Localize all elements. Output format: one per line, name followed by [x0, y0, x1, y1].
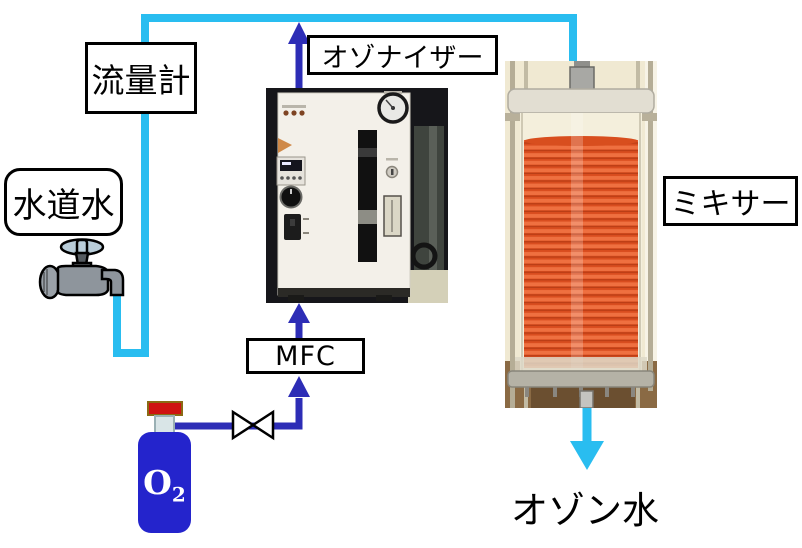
oxygen-gas-pipe [175, 398, 303, 430]
mixer-label: ミキサー [670, 187, 791, 222]
ozone-water-label: オゾン水 [511, 489, 659, 532]
flow-meter-box: 流量計 [85, 42, 197, 114]
tap-water-box: 水道水 [4, 168, 123, 236]
ozone-water-arrow [570, 408, 604, 470]
gas-arrow-to-water-line [288, 22, 310, 44]
valve-icon [231, 409, 275, 441]
ozonizer-photo [266, 88, 448, 303]
oxygen-arrow-to-mfc [288, 376, 310, 397]
mixer-lid [507, 88, 655, 114]
warning-sticker [278, 138, 292, 153]
ozonizer-label: オゾナイザー [321, 42, 484, 74]
oxygen-label: O2 [143, 463, 186, 507]
key-switch [385, 158, 399, 179]
mixer-photo-art [505, 61, 657, 408]
mixer-outlet-fitting [579, 390, 594, 408]
mixer-inlet-cap [569, 61, 595, 92]
mfc-label: MFC [275, 340, 336, 372]
tap-water-label: 水道水 [12, 185, 115, 226]
coil-stack [524, 113, 638, 371]
ozonizer-photo-art [266, 88, 448, 303]
water-pipe-tap-segment [113, 293, 145, 357]
faucet-icon [38, 238, 125, 300]
ozonizer-label-box: オゾナイザー [307, 35, 498, 75]
power-switch [284, 214, 309, 240]
mixer-bottom-flange [507, 357, 655, 397]
indicator-lights [282, 105, 306, 116]
controller-display [276, 156, 306, 186]
cable-coil [410, 242, 438, 270]
mixer-label-box: ミキサー [663, 176, 798, 226]
sight-glass [358, 130, 377, 262]
control-knob [279, 185, 303, 209]
flow-meter-label: 流量計 [91, 61, 191, 100]
gas-arrow-to-ozonizer [288, 303, 310, 323]
pressure-gauge-icon [377, 91, 409, 124]
water-pipe-main [141, 14, 577, 357]
mfc-box: MFC [246, 338, 365, 374]
cylinder-body: O2 [138, 432, 191, 533]
panel-flowmeter [383, 195, 402, 237]
mixer-photo [505, 61, 657, 408]
cylinder-cap [147, 401, 183, 416]
